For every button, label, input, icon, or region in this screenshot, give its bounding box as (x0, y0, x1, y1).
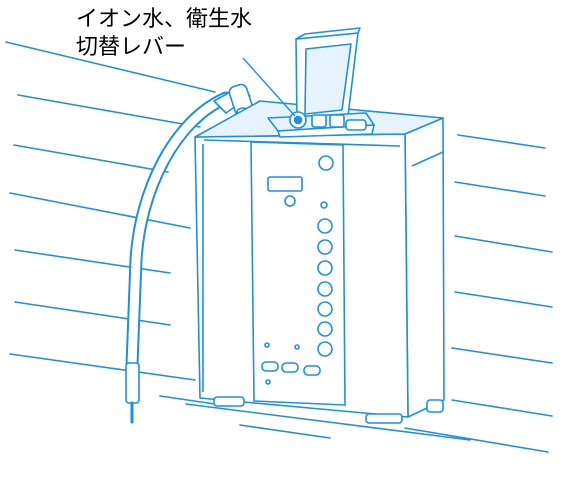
small-switch-2 (281, 362, 299, 373)
control-panel (261, 155, 334, 385)
callout-line-1: イオン水、衛生水 (76, 7, 253, 32)
callout-leader-line (242, 57, 296, 117)
top-controls (267, 27, 375, 138)
display-window (267, 176, 303, 192)
small-switch-3 (303, 365, 321, 376)
small-indicator (320, 201, 328, 209)
small-switch-1 (261, 361, 279, 372)
lever-callout: イオン水、衛生水 切替レバー (76, 6, 252, 62)
callout-line-2: 切替レバー (76, 35, 187, 60)
wall-lines-right (239, 134, 553, 453)
indicator-lamp (284, 195, 296, 207)
wall-lines-left (5, 41, 216, 405)
shelf-line (185, 403, 471, 441)
device-body (194, 100, 445, 424)
power-button (318, 155, 334, 171)
mode-buttons (317, 218, 333, 357)
